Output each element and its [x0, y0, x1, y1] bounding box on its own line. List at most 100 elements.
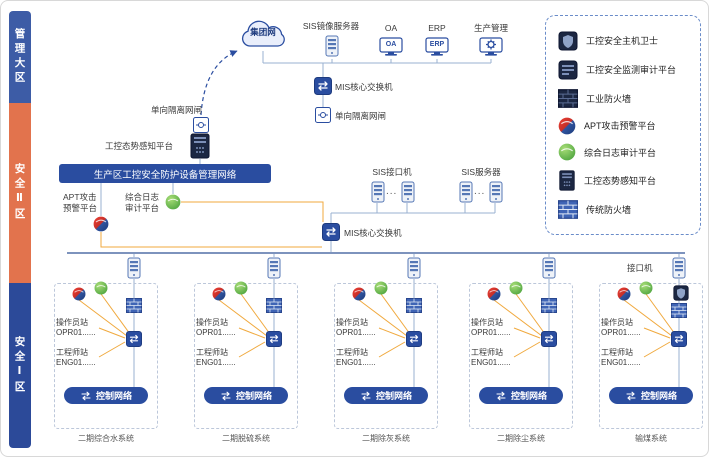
- interface-machine-label: 接口机: [627, 263, 653, 273]
- control-network-pill: 控制网络: [344, 387, 428, 404]
- switch-icon: [671, 331, 687, 347]
- legend-item: 工控态势感知平台: [558, 170, 696, 191]
- legend-item: 综合日志审计平台: [558, 143, 696, 161]
- log-sphere-icon: [558, 143, 576, 161]
- apt-sphere-icon: [72, 287, 86, 301]
- mis-core-switch-label: MIS核心交换机: [344, 228, 402, 238]
- apt-sphere-icon: [93, 216, 109, 232]
- zone-security-1: 安全Ⅰ区: [9, 283, 31, 448]
- server-icon: [542, 257, 556, 279]
- industrial-firewall-icon: [406, 298, 422, 313]
- switch-arrows-icon: [625, 391, 637, 401]
- apt-sphere-icon: [487, 287, 501, 301]
- zone-management: 管理大区: [9, 11, 31, 103]
- host-guard-icon: [558, 31, 578, 51]
- oa-label: OA: [384, 23, 398, 33]
- group-network-label: 集团网: [250, 27, 276, 37]
- interface-machine-server-icon: [672, 257, 686, 279]
- mis-core-switch-label: MIS核心交换机: [335, 82, 393, 92]
- mis-core-switch-icon: [314, 77, 332, 95]
- log-sphere-icon: [639, 281, 653, 295]
- switch-arrows-icon: [495, 391, 507, 401]
- control-group-box: [599, 283, 703, 429]
- switch-arrows-icon: [80, 391, 92, 401]
- one-way-gap-label: 单向隔离网闸: [335, 111, 387, 121]
- system-name-label: 二期脱硫系统: [222, 434, 270, 443]
- situation-platform-label: 工控态势感知平台: [105, 141, 174, 151]
- one-way-gap-icon: [315, 107, 331, 123]
- legend-item: 工控安全主机卫士: [558, 31, 696, 51]
- server-icon: [401, 181, 415, 203]
- switch-icon: [541, 331, 557, 347]
- system-name-label: 输煤系统: [635, 434, 667, 443]
- switch-icon: [266, 331, 282, 347]
- ellipsis: ...: [474, 186, 486, 197]
- control-group-box: [54, 283, 158, 429]
- system-name-label: 二期除尘系统: [497, 434, 545, 443]
- erp-label: ERP: [428, 23, 446, 33]
- legend-item: APT攻击预警平台: [558, 117, 696, 135]
- industrial-firewall-icon: [558, 89, 578, 108]
- zone-security-2: 安全Ⅱ区: [9, 103, 31, 283]
- switch-arrows-icon: [220, 391, 232, 401]
- industrial-firewall-icon: [126, 298, 142, 313]
- industrial-firewall-icon: [266, 298, 282, 313]
- control-network-pill: 控制网络: [204, 387, 288, 404]
- legend-item: 工业防火墙: [558, 89, 696, 108]
- erp-screen-text: ERP: [429, 41, 445, 48]
- mis-core-switch-icon: [322, 223, 340, 241]
- server-icon: [325, 35, 339, 57]
- apt-sphere-icon: [352, 287, 366, 301]
- one-way-gap-left-label: 单向隔离网闸: [151, 105, 203, 115]
- log-sphere-icon: [509, 281, 523, 295]
- control-group-box: [469, 283, 573, 429]
- situation-platform-icon: [189, 133, 211, 159]
- server-icon: [489, 181, 503, 203]
- control-group-box: [194, 283, 298, 429]
- host-guard-icon: [673, 285, 689, 301]
- log-sphere-icon: [374, 281, 388, 295]
- log-sphere-icon: [165, 194, 181, 210]
- control-group-box: [334, 283, 438, 429]
- switch-icon: [406, 331, 422, 347]
- control-network-pill: 控制网络: [64, 387, 148, 404]
- server-icon: [459, 181, 473, 203]
- control-network-pill: 控制网络: [609, 387, 693, 404]
- one-way-gap-icon: [193, 117, 209, 133]
- legend-item: 工控安全监测审计平台: [558, 60, 696, 80]
- log-sphere-icon: [94, 281, 108, 295]
- oa-screen-text: OA: [385, 41, 397, 48]
- audit-platform-icon: [558, 60, 578, 80]
- situation-platform-icon: [558, 170, 576, 191]
- management-network-banner: 生产区工控安全防护设备管理网络: [59, 164, 271, 183]
- switch-arrows-icon: [360, 391, 372, 401]
- traditional-firewall-icon: [558, 200, 578, 219]
- legend-item: 传统防火墙: [558, 200, 696, 219]
- server-icon: [371, 181, 385, 203]
- control-network-pill: 控制网络: [479, 387, 563, 404]
- gear-monitor-icon: [479, 37, 503, 57]
- industrial-firewall-icon: [541, 298, 557, 313]
- sis-server-label: SIS服务器: [461, 167, 501, 177]
- industrial-firewall-icon: [671, 303, 687, 318]
- log-platform-label: 综合日志 审计平台: [125, 192, 160, 213]
- apt-sphere-icon: [617, 287, 631, 301]
- sis-mirror-server-label: SIS镜像服务器: [302, 21, 360, 31]
- apt-sphere-icon: [558, 117, 576, 135]
- production-management-label: 生产管理: [473, 23, 508, 33]
- sis-interface-label: SIS接口机: [372, 167, 412, 177]
- apt-platform-label: APT攻击 预警平台: [63, 192, 98, 213]
- apt-sphere-icon: [212, 287, 226, 301]
- server-icon: [127, 257, 141, 279]
